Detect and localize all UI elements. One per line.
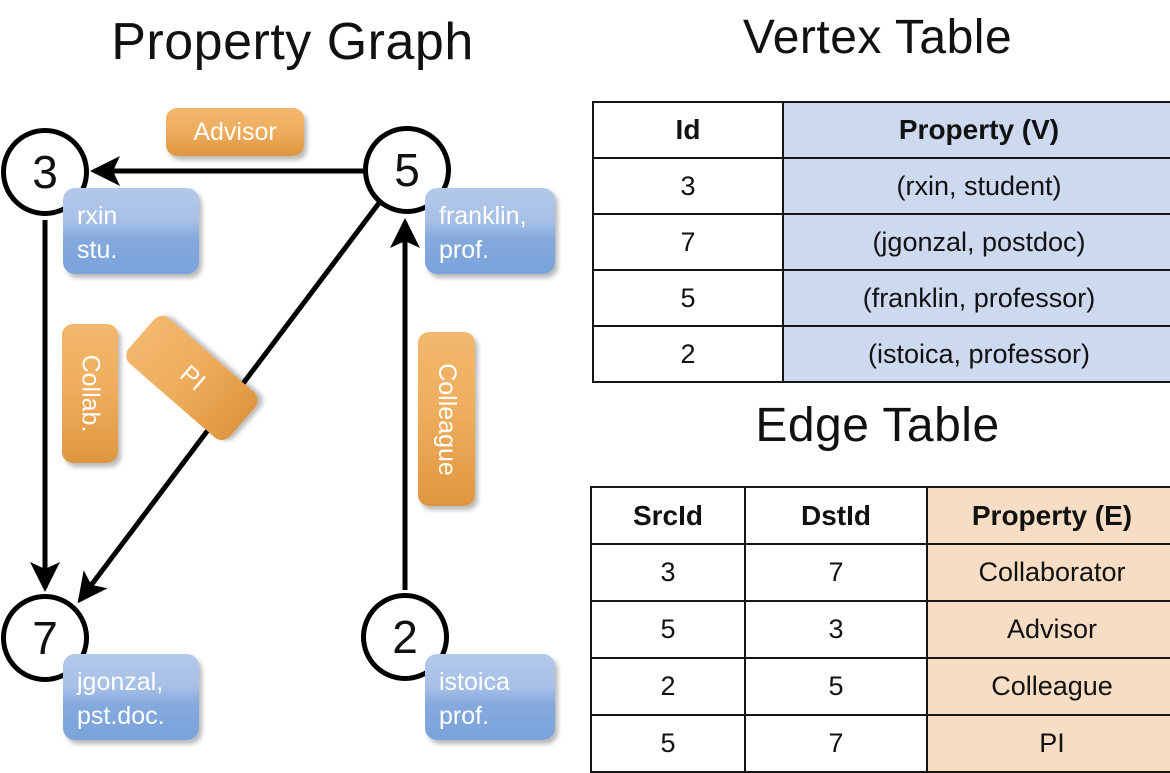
node-property-line-2: stu. <box>77 235 118 264</box>
vertex-cell-id: 3 <box>592 157 784 215</box>
edge-label-colleague-text: Colleague <box>433 362 461 476</box>
node-property-line-1: jgonzal, <box>77 668 164 696</box>
table-row: 5 7 PI <box>590 714 1170 773</box>
node-property-line-2: prof. <box>439 235 490 264</box>
vertex-cell-property: (rxin, student) <box>782 157 1170 215</box>
graph-node-2-label: 2 <box>392 611 418 663</box>
vertex-table-header-property: Property (V) <box>782 101 1170 159</box>
graph-node-5[interactable]: 5 <box>363 126 451 214</box>
vertex-cell-id: 5 <box>592 269 784 327</box>
table-row: 3 7 Collaborator <box>590 543 1170 602</box>
edge-table-header-property: Property (E) <box>926 486 1170 545</box>
graph-node-3-label: 3 <box>32 146 58 198</box>
edge-cell-dstid: 5 <box>744 657 928 716</box>
property-graph-panel: Property Graph 3 5 7 2 rxin stu. frankli… <box>0 0 585 760</box>
table-row: 7 (jgonzal, postdoc) <box>592 213 1170 271</box>
vertex-cell-id: 7 <box>592 213 784 271</box>
graph-node-2[interactable]: 2 <box>361 593 449 681</box>
graph-node-7-label: 7 <box>32 612 58 664</box>
node-property-line-2: prof. <box>439 701 490 730</box>
edge-cell-property: PI <box>926 714 1170 773</box>
edge-table-header-srcid: SrcId <box>590 486 746 545</box>
vertex-cell-property: (franklin, professor) <box>782 269 1170 327</box>
vertex-table-header-id: Id <box>592 101 784 159</box>
edge-label-advisor: Advisor <box>166 108 304 156</box>
edge-cell-srcid: 3 <box>590 543 746 602</box>
node-property-line-1: istoica <box>439 668 510 696</box>
vertex-table-header-row: Id Property (V) <box>592 101 1170 159</box>
page-title-vertex-table: Vertex Table <box>742 11 1013 64</box>
page-title-edge-table: Edge Table <box>755 399 1000 452</box>
edge-cell-property: Colleague <box>926 657 1170 716</box>
edge-cell-dstid: 7 <box>744 714 928 773</box>
edge-label-pi-text: PI <box>174 359 211 396</box>
table-row: 2 5 Colleague <box>590 657 1170 716</box>
vertex-table: Id Property (V) 3 (rxin, student) 7 (jgo… <box>592 101 1170 383</box>
edge-cell-srcid: 5 <box>590 600 746 659</box>
node-property-line-2: pst.doc. <box>77 701 165 730</box>
node-property-box-7: jgonzal, pst.doc. <box>63 654 199 740</box>
page-title-property-graph: Property Graph <box>111 13 474 71</box>
edge-table-header-dstid: DstId <box>744 486 928 545</box>
edge-label-advisor-text: Advisor <box>193 117 277 146</box>
graph-node-5-label: 5 <box>394 144 420 196</box>
node-property-box-2: istoica prof. <box>425 654 555 740</box>
vertex-cell-property: (jgonzal, postdoc) <box>782 213 1170 271</box>
vertex-cell-id: 2 <box>592 325 784 383</box>
table-row: 5 3 Advisor <box>590 600 1170 659</box>
edge-cell-property: Advisor <box>926 600 1170 659</box>
node-property-line-1: franklin, <box>439 202 527 230</box>
edge-cell-property: Collaborator <box>926 543 1170 602</box>
edge-cell-dstid: 7 <box>744 543 928 602</box>
edge-table-header-row: SrcId DstId Property (E) <box>590 486 1170 545</box>
node-property-box-3: rxin stu. <box>63 188 199 274</box>
edge-label-colleague: Colleague <box>418 332 475 506</box>
edge-label-collab: Collab. <box>62 324 118 463</box>
table-row: 3 (rxin, student) <box>592 157 1170 215</box>
edge-label-collab-text: Collab. <box>76 354 105 433</box>
vertex-cell-property: (istoica, professor) <box>782 325 1170 383</box>
node-property-box-5: franklin, prof. <box>425 188 555 274</box>
edge-cell-dstid: 3 <box>744 600 928 659</box>
table-row: 5 (franklin, professor) <box>592 269 1170 327</box>
edge-cell-srcid: 5 <box>590 714 746 773</box>
edge-cell-srcid: 2 <box>590 657 746 716</box>
node-property-line-1: rxin <box>77 202 118 230</box>
edge-table: SrcId DstId Property (E) 3 7 Collaborato… <box>590 486 1170 773</box>
table-row: 2 (istoica, professor) <box>592 325 1170 383</box>
